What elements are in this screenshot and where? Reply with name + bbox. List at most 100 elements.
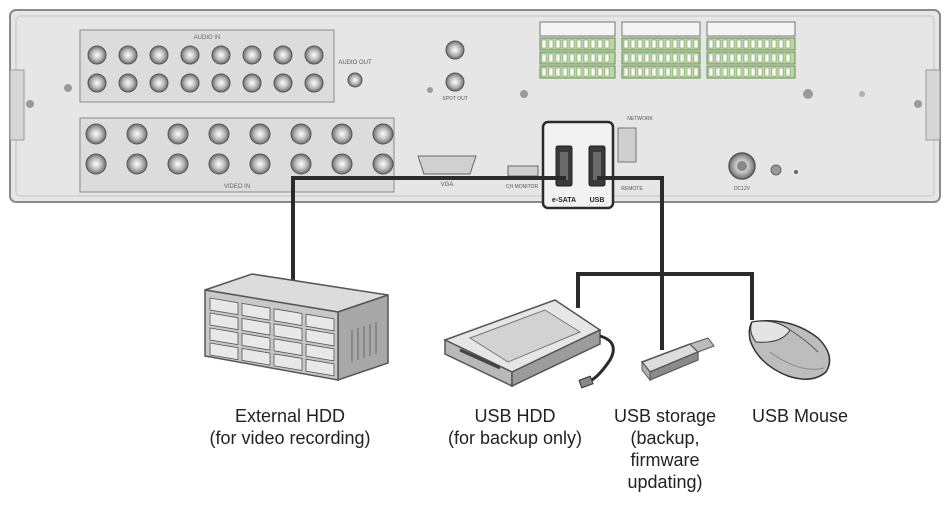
usb-cable: [597, 176, 664, 350]
usb-storage-caption: USB storage (backup, firmware updating): [600, 405, 730, 493]
video-in-jack: [331, 123, 353, 145]
drive-bay: [209, 342, 239, 361]
monitor-port: [507, 165, 539, 177]
video-in-jack: [372, 123, 394, 145]
usb-hdd-title: USB HDD: [474, 406, 556, 426]
spot-out-jack: [445, 40, 465, 60]
video-in-jack: [126, 123, 148, 145]
terminal-header: [539, 21, 616, 37]
spot-out-label: SPOT OUT: [442, 96, 467, 102]
screw-icon: [914, 100, 922, 108]
usb-label: USB: [590, 197, 605, 204]
drive-bay: [241, 347, 271, 366]
screw-icon: [427, 87, 433, 93]
monitor-label: CH MONITOR: [506, 184, 539, 190]
external-hdd-title: External HDD: [234, 406, 346, 426]
screw-icon: [803, 89, 813, 99]
drive-bay: [273, 338, 303, 356]
video-in-jack: [167, 123, 189, 145]
audio-out-jack: [347, 72, 363, 88]
drive-bay: [209, 312, 239, 331]
mouse-icon: [748, 319, 831, 380]
audio-in-jack: [304, 73, 324, 93]
usb-hub-cable: [576, 272, 754, 320]
drive-bay: [209, 327, 239, 346]
spot-out-jack: [445, 72, 465, 92]
audio-in-jack: [242, 73, 262, 93]
screw-icon: [64, 84, 72, 92]
drive-bay: [305, 343, 335, 362]
vga-label: VGA: [441, 182, 454, 188]
video-in-jack: [249, 123, 271, 145]
usb-hdd-caption: USB HDD (for backup only): [420, 405, 610, 449]
drive-bay: [305, 313, 335, 332]
screw-icon: [520, 90, 528, 98]
terminal-header: [621, 21, 701, 37]
video-in-jack: [85, 123, 107, 145]
video-in-jack: [290, 123, 312, 145]
drive-bay: [241, 332, 271, 351]
esata-cable: [291, 176, 566, 282]
video-in-block: VIDEO IN: [79, 117, 395, 193]
power-label: DC12V: [734, 186, 751, 192]
portable-drive-icon: [443, 299, 615, 389]
audio-in-jack: [118, 73, 138, 93]
terminal-header: [706, 21, 796, 37]
alarm-terminals: [539, 21, 796, 79]
drive-bay: [241, 317, 271, 336]
network-port: [617, 127, 637, 163]
audio-in-jack: [118, 45, 138, 65]
audio-in-jack: [87, 73, 107, 93]
audio-in-jack: [149, 73, 169, 93]
drive-bay: [305, 328, 335, 347]
network-label: NETWORK: [627, 116, 653, 122]
audio-in-jack: [180, 45, 200, 65]
screw-icon: [26, 100, 34, 108]
audio-in-jack: [149, 45, 169, 65]
drive-bay: [241, 302, 271, 321]
dvr-rear-panel: AUDIO IN AUDIO OUT SPOT OUT VIDEO IN VGA…: [9, 9, 941, 210]
video-in-jack: [331, 153, 353, 175]
ground-screw-icon: [770, 164, 782, 176]
audio-out-label: AUDIO OUT: [338, 60, 372, 66]
usb-storage-title: USB storage: [613, 406, 717, 426]
audio-in-jack: [273, 45, 293, 65]
screw-icon: [859, 91, 865, 97]
usb-mouse-title: USB Mouse: [751, 406, 849, 426]
audio-in-jack: [273, 73, 293, 93]
drive-bay: [273, 353, 303, 371]
audio-in-jack: [180, 73, 200, 93]
vga-port: VGA: [417, 155, 477, 188]
external-hdd-purpose: (for video recording): [209, 428, 371, 448]
usb-hdd-purpose: (for backup only): [447, 428, 583, 448]
audio-in-jack: [242, 45, 262, 65]
drive-bay: [273, 323, 303, 341]
video-in-jack: [372, 153, 394, 175]
usb-mouse-caption: USB Mouse: [730, 405, 870, 427]
video-in-jack: [85, 153, 107, 175]
usb-storage-purpose-3: updating): [627, 472, 703, 492]
video-in-label: VIDEO IN: [224, 184, 250, 190]
usb-storage-purpose-2: firmware: [630, 450, 700, 470]
audio-in-block: AUDIO IN: [79, 29, 335, 103]
audio-in-jack: [211, 73, 231, 93]
drive-bay: [273, 308, 303, 326]
audio-in-jack: [211, 45, 231, 65]
video-in-jack: [126, 153, 148, 175]
external-hdd-caption: External HDD (for video recording): [160, 405, 420, 449]
audio-in-jack: [87, 45, 107, 65]
drive-bay: [305, 358, 335, 377]
storage-array-icon: [204, 273, 389, 382]
remote-label: REMOTE: [621, 186, 643, 192]
video-in-jack: [208, 123, 230, 145]
svg-text:AUDIO IN: AUDIO IN: [194, 35, 221, 41]
cables: [291, 176, 754, 350]
esata-usb-callout: e-SATA USB: [541, 120, 615, 210]
esata-label: e-SATA: [552, 197, 576, 204]
video-in-jack: [249, 153, 271, 175]
drive-bay: [209, 297, 239, 316]
usb-storage-purpose-1: (backup,: [630, 428, 700, 448]
usb-stick-icon: [640, 337, 715, 382]
video-in-jack: [167, 153, 189, 175]
